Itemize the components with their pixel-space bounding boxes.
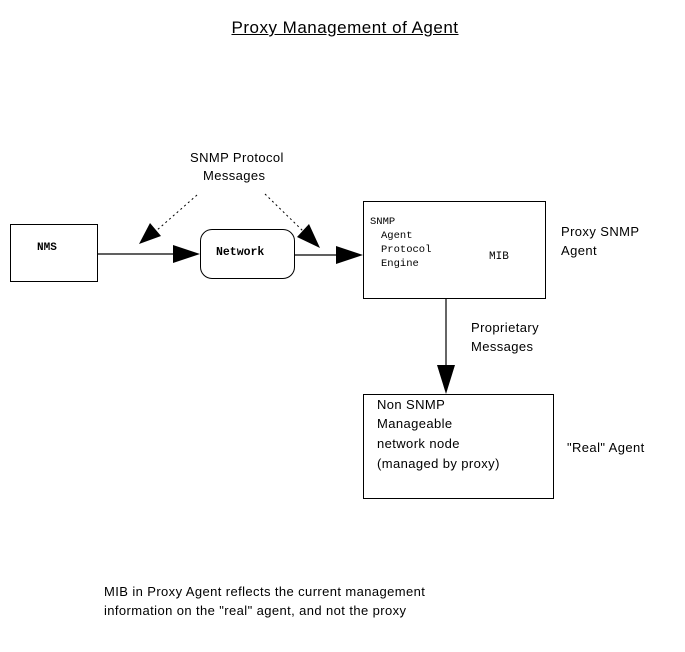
footer-note-line1: MIB in Proxy Agent reflects the current … (104, 584, 426, 599)
proprietary-label-line1: Proprietary (471, 320, 539, 335)
snmp-messages-label-line2: Messages (203, 168, 266, 183)
proxy-agent-box (363, 201, 546, 299)
nms-label: NMS (37, 242, 57, 254)
proprietary-label-line2: Messages (471, 339, 534, 354)
diagram-title: Proxy Management of Agent (231, 18, 459, 37)
network-box: Network (200, 229, 295, 279)
non-snmp-node-line3: network node (377, 436, 460, 451)
engine-label-line3: Protocol (381, 244, 432, 256)
snmp-pointer-left-arrowhead (139, 223, 161, 244)
snmp-pointer-left-dotted (155, 194, 198, 232)
snmp-messages-label-line1: SNMP Protocol (190, 150, 284, 165)
snmp-pointer-right-arrowhead (297, 224, 320, 248)
footer-note-line2: information on the "real" agent, and not… (104, 603, 407, 618)
network-label: Network (216, 246, 265, 259)
real-agent-label: "Real" Agent (567, 440, 645, 455)
snmp-pointer-right-dotted (264, 193, 305, 233)
non-snmp-node-box (363, 394, 554, 499)
proxy-agent-label-line1: Proxy SNMP (561, 224, 640, 239)
non-snmp-node-line1: Non SNMP (377, 397, 446, 412)
mib-label: MIB (489, 251, 509, 263)
nms-box: NMS (10, 224, 98, 282)
engine-label-line4: Engine (381, 258, 419, 270)
proxy-agent-label-line2: Agent (561, 243, 597, 258)
non-snmp-node-line2: Manageable (377, 416, 453, 431)
engine-label-line1: SNMP (370, 216, 396, 228)
network-to-proxy-arrowhead (336, 246, 363, 264)
nms-to-network-arrowhead (173, 245, 200, 263)
proxy-to-node-arrowhead (437, 365, 455, 394)
non-snmp-node-line4: (managed by proxy) (377, 456, 500, 471)
engine-label-line2: Agent (381, 230, 413, 242)
